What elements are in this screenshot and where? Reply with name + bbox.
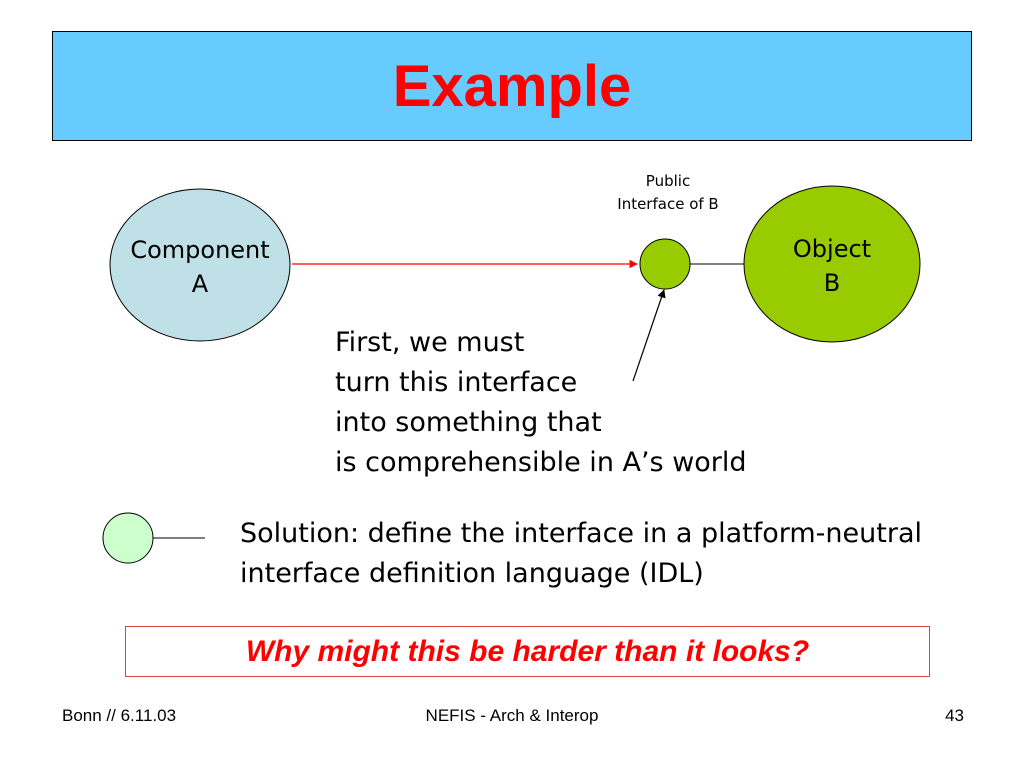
caption-line: into something that [335, 407, 602, 438]
slide-number: 43 [945, 706, 964, 725]
footer-title: NEFIS - Arch & Interop [425, 706, 599, 725]
object-b-label-line1: Object [793, 235, 871, 263]
component-a-label-line1: Component [130, 236, 269, 264]
component-a-label-line2: A [192, 270, 209, 298]
caption-line: First, we must [335, 327, 525, 358]
title-bar: Example [52, 31, 972, 141]
interface-caption: First, we must turn this interface into … [335, 323, 815, 483]
interface-label-line2: Interface of B [617, 195, 718, 213]
solution-line: interface definition language (IDL) [240, 558, 704, 589]
footer-date: Bonn // 6.11.03 [62, 706, 177, 725]
object-b-node [743, 185, 921, 343]
pointer-arrow [632, 289, 666, 382]
interface-node [639, 238, 691, 290]
caption-line: is comprehensible in A’s world [335, 447, 747, 478]
component-a-node [109, 188, 291, 342]
slide-title: Example [392, 53, 632, 119]
idl-interface-icon [102, 512, 154, 564]
solution-text: Solution: define the interface in a plat… [240, 514, 1010, 594]
question-text: Why might this be harder than it looks? [245, 634, 810, 668]
caption-line: turn this interface [335, 367, 578, 398]
solution-line: Solution: define the interface in a plat… [240, 518, 922, 549]
interface-label-line1: Public [646, 172, 690, 190]
object-b-label-line2: B [824, 269, 840, 297]
question-box: Why might this be harder than it looks? [125, 626, 930, 677]
